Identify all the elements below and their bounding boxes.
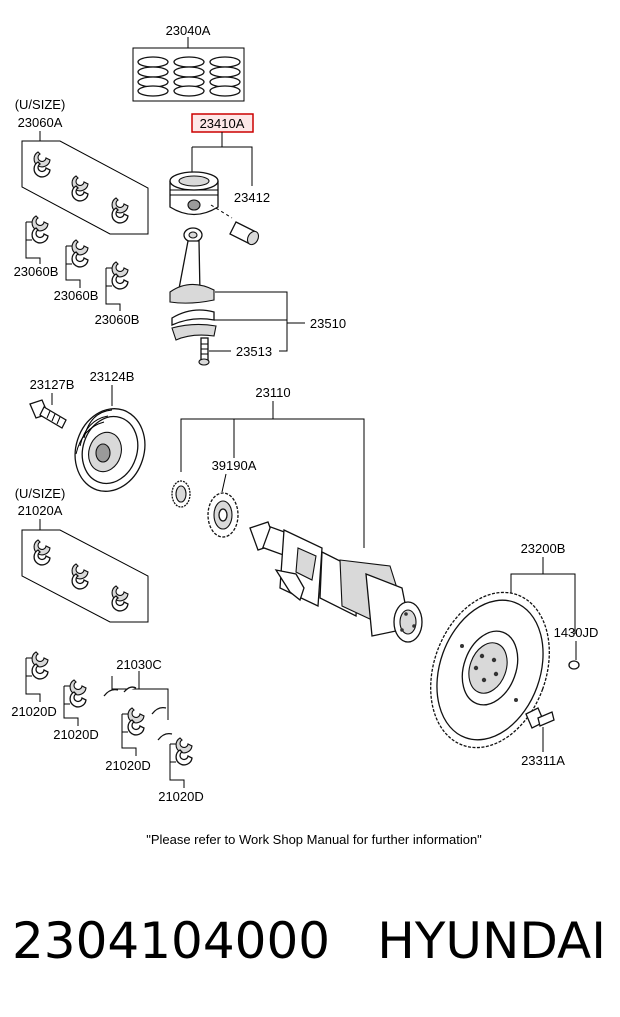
label-23513[interactable]: 23513 (236, 344, 272, 359)
piston (169, 171, 219, 216)
label-23060b-1[interactable]: 23060B (14, 264, 59, 279)
brand-name: HYUNDAI (377, 912, 606, 970)
main-bearing-singles (25, 651, 193, 788)
piston-ring-set (132, 37, 245, 102)
label-23200b[interactable]: 23200B (521, 541, 566, 556)
label-23110[interactable]: 23110 (255, 385, 290, 400)
thrust-washers (103, 671, 173, 741)
rod-bearing-singles (25, 215, 129, 311)
part-number: 2304104000 (12, 912, 330, 970)
timing-sprocket (207, 492, 239, 538)
label-23040a[interactable]: 23040A (166, 23, 211, 38)
label-undersize-rod: (U/SIZE) (15, 97, 66, 112)
crank-key-gear (171, 480, 191, 508)
label-21020d-1[interactable]: 21020D (11, 704, 57, 719)
pulley-bolt (29, 399, 67, 429)
label-23127b[interactable]: 23127B (30, 377, 75, 392)
label-23410a[interactable]: 23410A (200, 116, 245, 131)
label-23510[interactable]: 23510 (310, 316, 346, 331)
dowel-pin (568, 660, 580, 670)
piston-pin (229, 221, 260, 246)
label-1430jd[interactable]: 1430JD (554, 625, 599, 640)
flywheel-bolt (525, 707, 555, 729)
rod-bolt (198, 337, 210, 366)
main-bearing-set (21, 529, 149, 623)
label-23124b[interactable]: 23124B (90, 369, 135, 384)
label-21020a[interactable]: 21020A (18, 503, 63, 518)
label-23311a[interactable]: 23311A (521, 753, 565, 768)
label-23412[interactable]: 23412 (234, 190, 270, 205)
label-23060a[interactable]: 23060A (18, 115, 63, 130)
label-undersize-main: (U/SIZE) (15, 486, 66, 501)
rod-bearing-set (21, 131, 149, 235)
label-23060b-3[interactable]: 23060B (95, 312, 140, 327)
connecting-rod (169, 227, 217, 341)
label-39190a[interactable]: 39190A (212, 458, 257, 473)
label-23060b-2[interactable]: 23060B (54, 288, 99, 303)
flywheel (430, 591, 550, 749)
piston-label-highlight[interactable]: 23410A (191, 113, 254, 133)
label-21020d-2[interactable]: 21020D (53, 727, 99, 742)
label-21020d-3[interactable]: 21020D (105, 758, 151, 773)
manual-note: "Please refer to Work Shop Manual for fu… (146, 832, 482, 847)
damper-pulley (74, 408, 146, 492)
label-21020d-4[interactable]: 21020D (158, 789, 204, 804)
label-21030c[interactable]: 21030C (116, 657, 162, 672)
crankshaft (249, 521, 423, 643)
